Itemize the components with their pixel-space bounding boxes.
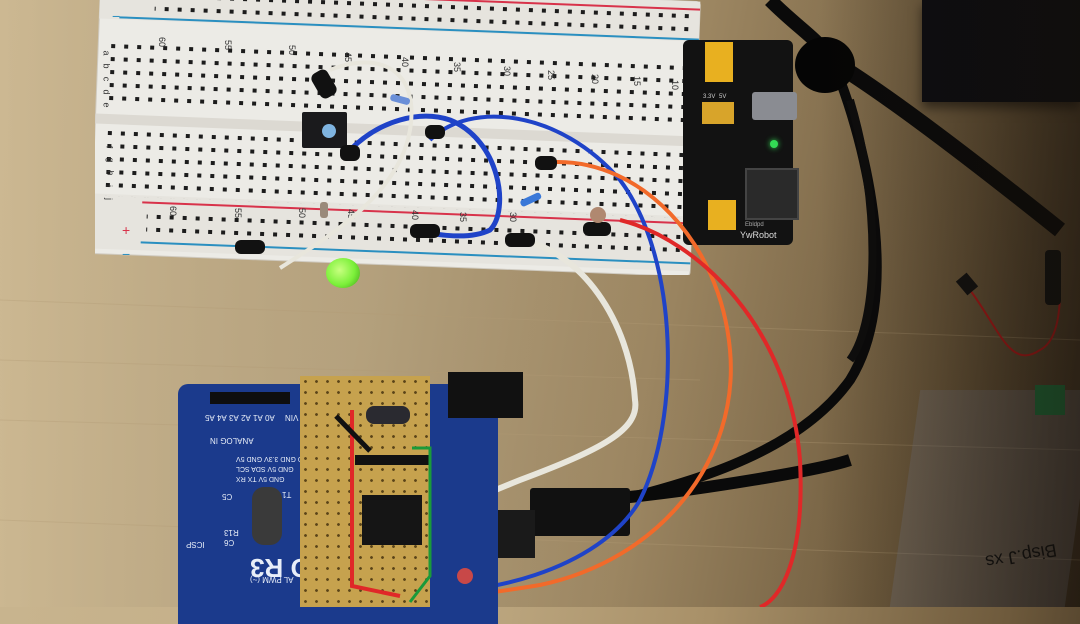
power-module-brand: YwRobot [740,230,777,240]
usb-port[interactable] [745,168,799,220]
rail-minus-bottom: − [122,246,131,262]
jumper-block-mid [702,102,734,124]
pin-label-a3: A3 [229,413,239,422]
jumper-label-3v3: 3.3V [703,94,716,100]
power-row-label: GND 5V TX RX [236,475,285,482]
reset-button[interactable] [457,568,473,584]
breadboard [95,0,701,275]
analog-in-label: ANALOG IN [210,436,254,445]
power-switch[interactable] [752,92,797,120]
power-led [770,140,778,148]
pin-label-a1: A1 [253,413,263,422]
rail-minus-top: − [112,8,121,24]
part-label-c5: C5 [222,492,233,501]
shield-capacitor [366,406,410,424]
part-label-t1: T1 [282,490,292,499]
part-label-c6: C6 [224,538,235,547]
pin-label-vin: VIN [285,413,299,422]
shield-wires [334,410,432,603]
pin-label-a2: A2 [241,413,251,422]
power-row-label: GND 5V SDA SCL [236,465,294,472]
part-label-r13: R13 [224,528,239,537]
digital-pwm-label: AL PWM (~) [250,575,294,584]
green-led [326,258,360,288]
part-label-icsp: ICSP [186,540,205,549]
capacitor [322,124,336,138]
shield-ic-socket [362,495,422,545]
pin-label-a5: A5 [205,413,215,422]
dc-jack [448,372,523,418]
rail-plus-bottom: + [122,222,131,238]
pin-label-a0: A0 [265,413,275,422]
jumper-label-5v: 5V [719,94,727,100]
vignette [820,0,1080,607]
shield-header [355,455,430,465]
jumper-block-bottom [708,200,736,230]
analog-header [210,392,290,404]
jumper-block-top [705,42,733,82]
pin-label-a4: A4 [217,413,227,422]
crystal [252,487,282,545]
power-module-model: Ebldpd [745,222,764,228]
